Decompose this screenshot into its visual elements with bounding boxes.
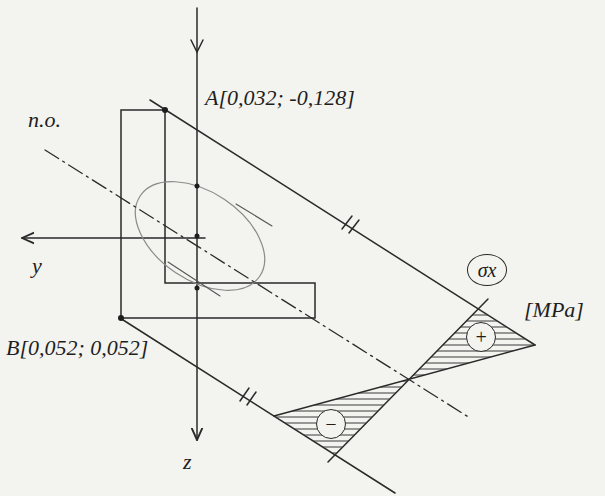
- y-axis: [22, 237, 205, 239]
- z-axis: [196, 8, 198, 440]
- point-coordinates: B[0,052; 0,052]: [6, 336, 148, 360]
- tension-zone: [409, 309, 535, 379]
- parallel-mark: [240, 388, 249, 401]
- angle-section: [121, 110, 315, 318]
- stress-symbol: σx: [467, 254, 508, 286]
- axis-dot: [195, 184, 200, 189]
- axis-name: y: [32, 254, 42, 278]
- parallel-mark: [247, 392, 256, 405]
- parallel-line: [150, 100, 535, 345]
- axis-name: n.o.: [28, 108, 61, 132]
- axis-dot: [195, 234, 200, 239]
- point-b: [118, 315, 124, 321]
- tangent-line: [168, 262, 220, 296]
- node-text: σx: [478, 260, 497, 280]
- node-text: +: [474, 327, 488, 347]
- parallel-mark: [349, 220, 359, 233]
- point-coordinates: A[0,032; -0,128]: [205, 86, 355, 110]
- axis-name: z: [183, 450, 192, 474]
- point-a: [162, 107, 168, 113]
- node-text: −: [324, 414, 338, 434]
- stress-baseline: [328, 299, 488, 462]
- unit-label: [MPa]: [524, 298, 584, 322]
- compression-zone: [274, 379, 409, 454]
- parallel-mark: [342, 216, 352, 229]
- sign-circle: +: [466, 322, 496, 352]
- tangent-line: [236, 204, 272, 226]
- load-arrow: [191, 40, 203, 52]
- stress-line: [274, 345, 535, 416]
- sign-circle: −: [316, 409, 346, 439]
- axis-dot: [195, 286, 200, 291]
- inertia-ellipse: [116, 159, 285, 312]
- neutral-axis: [45, 150, 470, 418]
